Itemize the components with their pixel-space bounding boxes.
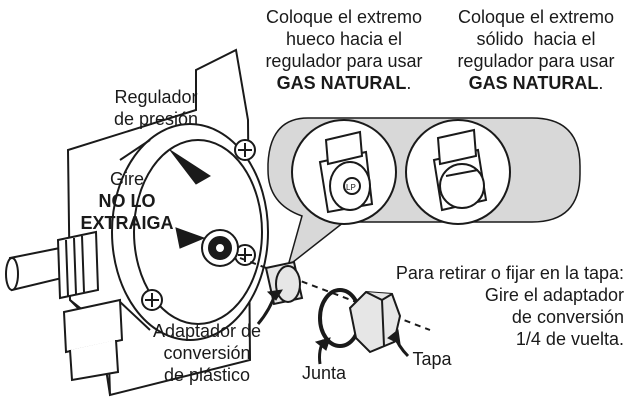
do-not-remove-line1: NO LO [98, 191, 156, 211]
hollow-note-line3: regulador para usar [265, 51, 423, 71]
hollow-note-line2: hueco hacia el [285, 29, 403, 49]
cap-part [348, 290, 402, 354]
cap-instruction-line3: de conversión [511, 307, 624, 327]
cap-instruction: Para retirar o fijar en la tapa: Gire el… [362, 262, 624, 350]
cap-instruction-line1: Para retirar o fijar en la tapa: [395, 263, 624, 283]
solid-note-line1: Coloque el extremo [457, 7, 615, 27]
callout-bubble [267, 117, 581, 269]
solid-note-period: . [598, 73, 604, 93]
hollow-note-line1: Coloque el extremo [265, 7, 423, 27]
regulator-line2: de presión [113, 109, 199, 129]
outlet-fitting [201, 229, 239, 267]
turn-line: Gire [109, 169, 144, 189]
hollow-note-period: . [406, 73, 412, 93]
adapter-line2: conversión [163, 343, 251, 363]
solid-note-line3: regulador para usar [457, 51, 615, 71]
gasket-label: Junta [301, 363, 347, 383]
adapter-line3: de plástico [163, 365, 251, 385]
arrows [169, 149, 410, 365]
turn-warning: Gire NO LO EXTRAIGA [62, 168, 192, 234]
cap-instruction-line4: 1/4 de vuelta. [515, 329, 624, 349]
cap-instruction-line2: Gire el adaptador [484, 285, 624, 305]
solid-note-gas: GAS NATURAL [468, 73, 599, 93]
hollow-end-note: Coloque el extremo hueco hacia el regula… [244, 6, 444, 94]
solid-adapter-icon [432, 128, 488, 212]
cap-label: Tapa [412, 349, 452, 369]
regulator-label: Regulador de presión [96, 86, 216, 130]
hollow-note-gas: GAS NATURAL [276, 73, 407, 93]
hollow-adapter-icon [318, 130, 374, 214]
lower-fittings [62, 298, 124, 382]
lp-mark: LP [346, 183, 356, 192]
conversion-adapter [264, 260, 304, 306]
regulator-body [111, 123, 269, 341]
solid-note-line2: sólido hacia el [476, 29, 596, 49]
adapter-line1: Adaptador de [152, 321, 262, 341]
solid-end-note: Coloque el extremo sólido hacia el regul… [440, 6, 632, 94]
gas-pipe [5, 230, 100, 300]
regulator-line1: Regulador [114, 87, 198, 107]
do-not-remove-line2: EXTRAIGA [80, 213, 174, 233]
adapter-label: Adaptador de conversión de plástico [140, 320, 274, 386]
